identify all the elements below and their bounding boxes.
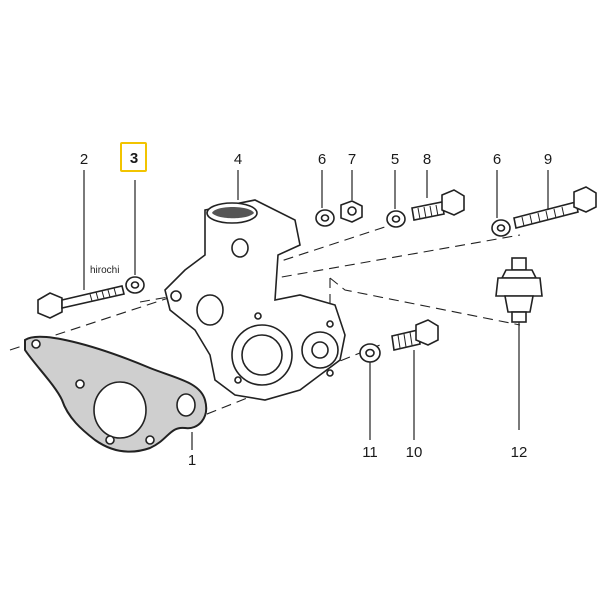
- washer-6a-part: [315, 209, 335, 227]
- sender-switch-12-part: [495, 257, 543, 430]
- leader-lines: [83, 170, 549, 450]
- callout-7: 7: [348, 151, 356, 168]
- callout-10: 10: [406, 444, 423, 461]
- gasket-part: [24, 335, 208, 453]
- bolt-9-part: [513, 186, 597, 229]
- highlight-box: [120, 142, 147, 172]
- callout-11: 11: [362, 444, 378, 461]
- watermark-text: hirochi: [90, 265, 119, 276]
- callout-5: 5: [391, 151, 399, 168]
- callout-6a: 6: [318, 151, 326, 168]
- callout-4: 4: [234, 151, 242, 168]
- washer-5-part: [386, 210, 406, 228]
- washer-3-part: [125, 276, 145, 294]
- washer-6b-part: [491, 219, 511, 237]
- nut-7-part: [340, 200, 363, 223]
- callout-1: 1: [188, 452, 196, 469]
- callout-3: 3: [130, 150, 138, 167]
- bolt-8-part: [411, 189, 465, 221]
- callout-8: 8: [423, 151, 431, 168]
- callout-9: 9: [544, 151, 552, 168]
- callout-12: 12: [511, 444, 528, 461]
- callout-6b: 6: [493, 151, 501, 168]
- bolt-2-part: [37, 285, 125, 319]
- callout-2: 2: [80, 151, 88, 168]
- bolt-10-part: [391, 319, 439, 351]
- washer-11-part: [359, 343, 381, 363]
- housing-part: [164, 199, 346, 401]
